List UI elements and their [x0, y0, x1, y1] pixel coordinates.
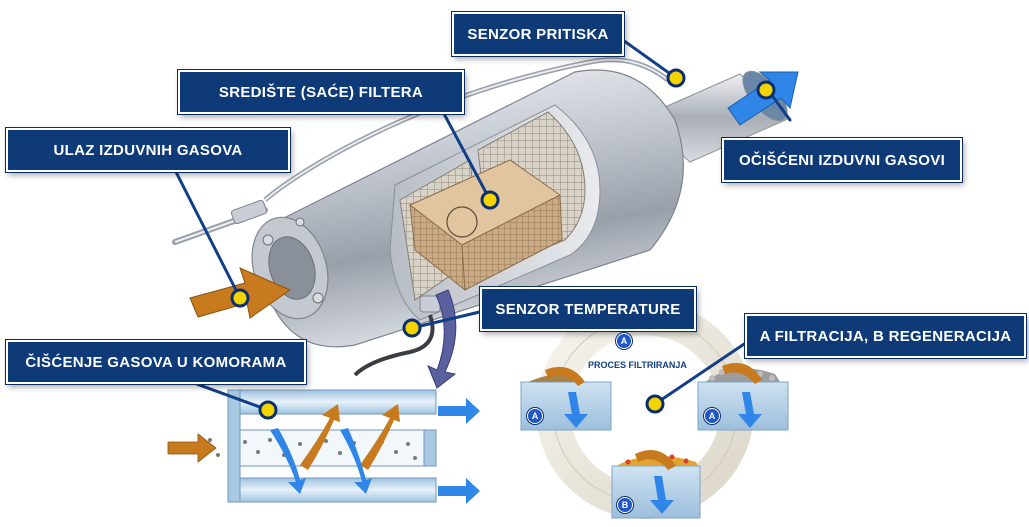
label-temperature-sensor: SENZOR TEMPERATURE — [480, 287, 696, 331]
marker-dot-icon — [258, 400, 278, 420]
marker-dot-icon — [480, 190, 500, 210]
cycle-badge-top: A — [616, 333, 632, 349]
cycle-badge-bottom: B — [617, 497, 633, 513]
marker-dot-icon — [402, 318, 422, 338]
flow-down-arrow — [427, 289, 457, 389]
inlet-tube — [172, 199, 268, 245]
label-pressure-sensor: SENZOR PRITISKA — [452, 12, 624, 56]
marker-dot-icon — [666, 68, 686, 88]
cycle-badge-left: A — [527, 408, 543, 424]
label-chamber-cleaning: ČIŠĆENJE GASOVA U KOMORAMA — [6, 340, 306, 384]
pressure-sensor-tube — [263, 57, 670, 202]
marker-dot-icon — [645, 394, 665, 414]
dpf-canister — [251, 69, 684, 348]
marker-dot-icon — [230, 288, 250, 308]
chamber-diagram — [167, 389, 480, 504]
markers — [230, 68, 776, 420]
marker-dot-icon — [756, 80, 776, 100]
cycle-title: PROCES FILTRIRANJA — [588, 360, 687, 370]
label-clean-exhaust: OČIŠĆENI IZDUVNI GASOVI — [722, 138, 962, 182]
label-exhaust-inlet: ULAZ IZDUVNIH GASOVA — [6, 128, 290, 172]
cycle-badge-right: A — [704, 408, 720, 424]
label-filter-core: SREDIŠTE (SAĆE) FILTERA — [178, 70, 464, 114]
label-filtration-regeneration: A FILTRACIJA, B REGENERACIJA — [745, 314, 1026, 358]
